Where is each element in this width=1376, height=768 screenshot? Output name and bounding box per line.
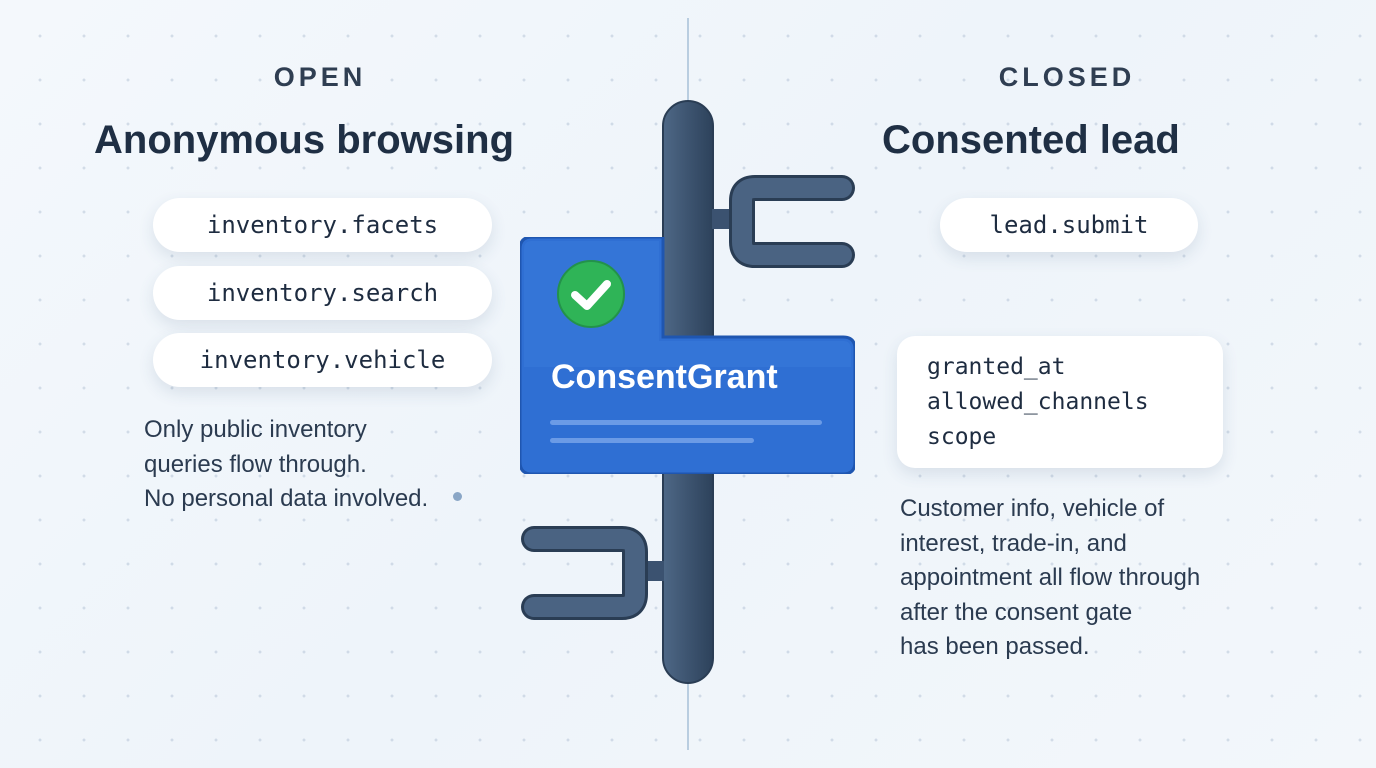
check-circle-icon xyxy=(557,260,625,328)
right-note: Customer info, vehicle of interest, trad… xyxy=(900,492,1200,665)
lower-valve-arm xyxy=(521,526,648,620)
card-line xyxy=(550,438,754,443)
right-note-line: after the consent gate xyxy=(900,598,1133,626)
field-allowed-channels: allowed_channels xyxy=(927,389,1149,415)
tool-pill-inventory-vehicle: inventory.vehicle xyxy=(153,333,492,387)
marker-dot xyxy=(453,492,462,501)
consent-grant-card xyxy=(520,237,855,474)
left-note: Only public inventory queries flow throu… xyxy=(144,413,428,517)
tool-pill-lead-submit: lead.submit xyxy=(940,198,1198,252)
right-note-line: Customer info, vehicle of xyxy=(900,495,1165,522)
right-note-line: appointment all flow through xyxy=(900,564,1201,591)
field-scope: scope xyxy=(927,424,997,450)
right-kicker: CLOSED xyxy=(998,62,1136,92)
right-title: Consented lead xyxy=(882,118,1180,162)
field-granted-at: granted_at xyxy=(927,354,1066,380)
consent-fields-box: granted_at allowed_channels scope xyxy=(897,336,1223,468)
right-note-line: has been passed. xyxy=(900,633,1090,660)
left-note-line: No personal data involved. xyxy=(144,485,429,512)
left-note-line: Only public inventory xyxy=(144,416,367,443)
left-kicker: OPEN xyxy=(273,62,367,92)
tool-pill-inventory-search: inventory.search xyxy=(153,266,492,320)
left-title: Anonymous browsing xyxy=(94,118,514,162)
left-note-line: queries flow through. xyxy=(144,450,367,478)
consent-grant-label: ConsentGrant xyxy=(551,358,778,396)
right-note-line: interest, trade-in, and xyxy=(900,529,1127,557)
tool-pill-inventory-facets: inventory.facets xyxy=(153,198,492,252)
card-line xyxy=(550,420,822,425)
